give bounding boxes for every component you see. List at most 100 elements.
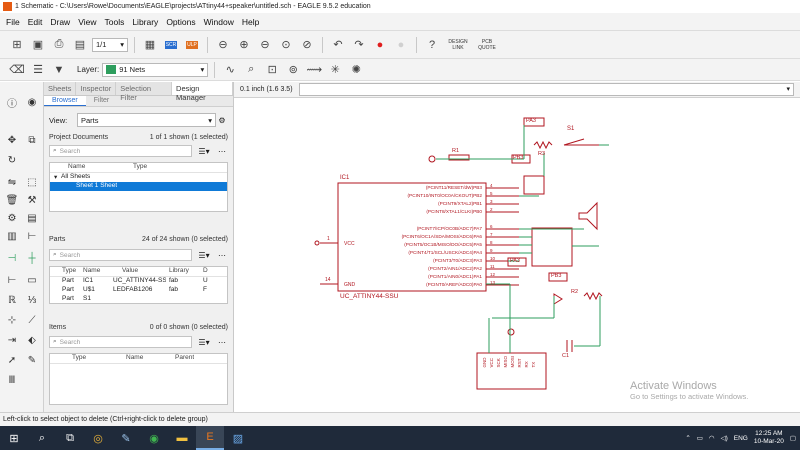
menu-draw[interactable]: Draw (50, 16, 71, 27)
scr-button[interactable]: SCR (162, 36, 180, 54)
table-row[interactable]: ▾ All Sheets (50, 173, 227, 182)
menu-options[interactable]: Options (166, 16, 196, 27)
chrome-icon[interactable]: ◎ (93, 432, 103, 445)
menu-file[interactable]: File (6, 16, 20, 27)
group-icon[interactable]: ⬚ (27, 176, 37, 188)
copy-icon[interactable]: ⧉ (28, 134, 36, 146)
name-icon[interactable]: ℝ (8, 294, 16, 306)
line-icon[interactable]: ⊣ (7, 252, 17, 264)
sheet-select[interactable]: 1/1▾ (92, 37, 128, 52)
menu-tools[interactable]: Tools (104, 16, 125, 27)
menu-help[interactable]: Help (241, 16, 260, 27)
items-search-input[interactable]: ⌕Search (49, 336, 192, 348)
more-icon[interactable]: ⋯ (218, 337, 226, 347)
zoom-tool-icon[interactable]: ⊚ (288, 64, 298, 76)
miter-icon[interactable]: ⟋ (28, 314, 36, 326)
move-icon[interactable]: ✥ (7, 134, 17, 146)
file-explorer-icon[interactable]: ▬ (176, 432, 188, 444)
zoom-area-icon[interactable]: ⊡ (267, 64, 277, 76)
column-header-name[interactable]: Name (126, 354, 144, 361)
tab-selection-filter[interactable]: Selection Filter (116, 82, 173, 102)
bus-icon[interactable]: ⊢ (7, 274, 17, 286)
net-label-pa3[interactable]: PA3 (526, 118, 536, 124)
column-header-d[interactable]: D (203, 267, 208, 274)
save-icon[interactable]: ▣ (32, 39, 44, 51)
tag-icon[interactable]: ⬖ (28, 334, 36, 346)
table-row[interactable]: Sheet 1 Sheet (50, 182, 227, 191)
board-icon[interactable]: ▤ (74, 39, 86, 51)
command-input[interactable]: ▾ (298, 83, 794, 96)
zoom-select-icon[interactable]: ⊙ (281, 39, 291, 51)
paint-icon[interactable]: ✎ (121, 432, 131, 445)
route-icon[interactable]: ⟿ (306, 64, 323, 76)
list-options-icon[interactable]: ☰▾ (198, 337, 210, 347)
value-icon[interactable]: ⅓ (27, 294, 37, 306)
undo-icon[interactable]: ↶ (333, 39, 343, 51)
net-icon[interactable]: ┼ (28, 252, 36, 264)
menu-library[interactable]: Library (132, 16, 159, 27)
xbox-icon[interactable]: ◉ (149, 432, 159, 445)
settings-icon[interactable]: ⚙ (218, 115, 226, 125)
notification-icon[interactable]: ▢ (789, 435, 796, 442)
photos-icon[interactable]: ▨ (232, 432, 244, 445)
align-icon[interactable]: ☰ (33, 64, 43, 76)
tray-chevron-icon[interactable]: ⌃ (685, 435, 691, 442)
column-header-value[interactable]: Value (122, 267, 139, 274)
clock[interactable]: 12:25 AM 10-Mar-20 (754, 430, 784, 446)
gate-icon[interactable]: ▥ (7, 230, 17, 242)
task-view-icon[interactable]: ⧉ (66, 431, 74, 444)
column-header-parent[interactable]: Parent (175, 354, 195, 361)
isp-connector[interactable] (476, 352, 547, 390)
more-icon[interactable]: ⋯ (218, 146, 226, 156)
subtab-filter[interactable]: Filter (93, 97, 110, 104)
volume-icon[interactable]: ◁) (720, 435, 728, 442)
tab-design-manager[interactable]: Design Manager (172, 82, 233, 102)
mirror-icon[interactable]: ⇋ (7, 176, 17, 188)
column-header-type[interactable]: Type (72, 354, 87, 361)
redo-icon[interactable]: ↷ (354, 39, 364, 51)
menu-edit[interactable]: Edit (27, 16, 43, 27)
eraser-icon[interactable]: ⌫ (9, 64, 25, 76)
ulp-button[interactable]: ULP (183, 36, 201, 54)
net-label-pb3-2[interactable]: PB3 (551, 273, 562, 279)
zoom-last-icon[interactable]: ⊘ (302, 39, 312, 51)
print-icon[interactable]: ⎙ (54, 38, 64, 50)
arrow-select-icon[interactable]: ➚ (7, 354, 17, 366)
subtab-browser[interactable]: Browser (44, 96, 86, 106)
delete-icon[interactable]: 🗑 (5, 194, 19, 206)
parts-search-input[interactable]: ⌕Search (49, 249, 192, 261)
list-options-icon[interactable]: ☰▾ (198, 146, 210, 156)
battery-icon[interactable]: ▭ (696, 435, 703, 442)
more-icon[interactable]: ⋯ (218, 250, 226, 260)
wave-icon[interactable]: ∿ (225, 64, 235, 76)
stop-icon[interactable]: ● (376, 38, 384, 51)
tab-sheets[interactable]: Sheets (44, 82, 77, 95)
open-icon[interactable]: ⊞ (12, 39, 22, 51)
view-select[interactable]: Parts ▾ (77, 113, 216, 127)
list-options-icon[interactable]: ☰▾ (198, 250, 210, 260)
windows-start-icon[interactable]: ⊞ (9, 432, 19, 445)
menu-window[interactable]: Window (203, 16, 234, 27)
go-icon[interactable]: ● (397, 38, 405, 51)
column-header-type[interactable]: Type (133, 163, 148, 170)
column-header-name[interactable]: Name (68, 163, 86, 170)
sun-icon[interactable]: ✺ (351, 64, 361, 76)
eagle-taskbar-icon[interactable]: E (196, 426, 224, 450)
column-header-type[interactable]: Type (62, 267, 77, 274)
pen-icon[interactable]: ✎ (27, 354, 37, 366)
schematic-canvas[interactable]: IC1 UC_ATTINY44-SSU VCC GND 1 14 (PCINT1… (234, 98, 800, 412)
language-indicator[interactable]: ENG (733, 434, 748, 442)
zoom-out-icon[interactable]: ⊖ (260, 39, 270, 51)
rotate-icon[interactable]: ↻ (7, 154, 17, 166)
table-row[interactable]: Part U$1 LEDFAB1206 fab F (50, 286, 227, 295)
menu-view[interactable]: View (78, 16, 97, 27)
search-icon[interactable]: ⌕ (38, 431, 46, 444)
magnify-icon[interactable]: ⌕ (248, 63, 255, 75)
filter-icon[interactable]: ▼ (53, 63, 65, 76)
column-header-library[interactable]: Library (169, 267, 189, 274)
label-icon[interactable]: ▭ (27, 274, 37, 286)
schematic-drawing[interactable] (234, 98, 800, 412)
split-line-icon[interactable]: ⇥ (7, 334, 17, 346)
